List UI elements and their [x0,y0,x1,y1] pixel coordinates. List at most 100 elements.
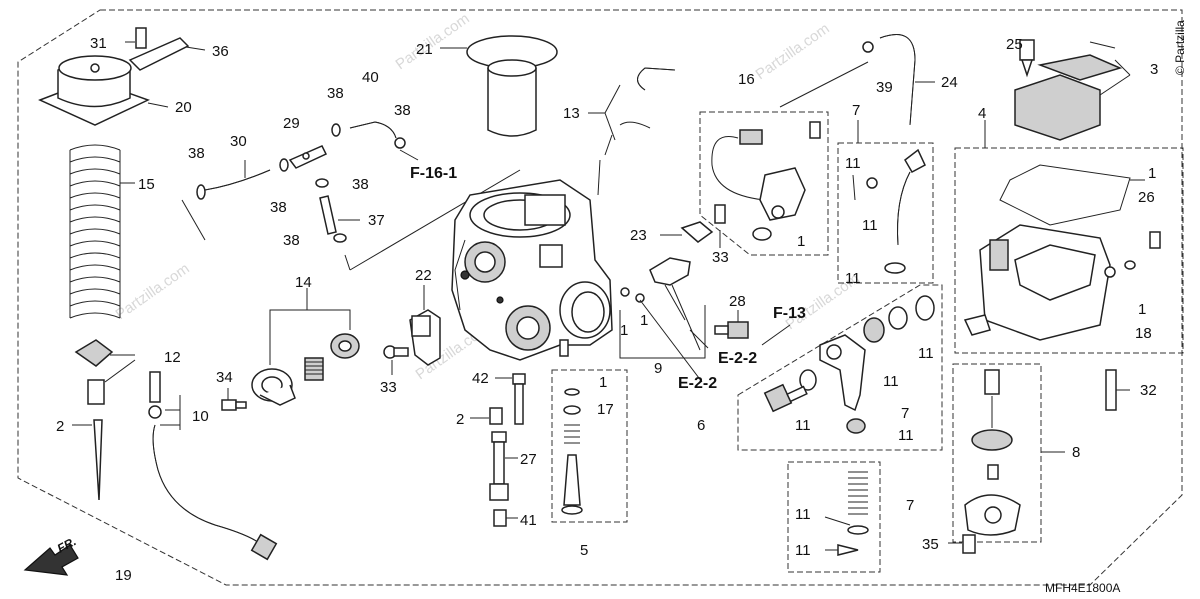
callout-11-g: 11 [898,427,914,444]
part-41-main-jet [493,509,518,527]
callout-11-h: 11 [795,506,811,523]
box-part-8 [952,363,1042,543]
callout-38-b: 38 [327,85,344,102]
part-2-jet [470,407,503,425]
box-part-5 [551,369,628,523]
callout-27: 27 [520,451,537,468]
callout-18: 18 [1135,325,1152,342]
part-34-screw [221,388,247,411]
part-5-pilot-screw-set [561,388,583,515]
part-25-float-valve [1019,39,1035,78]
diagram-frame [17,9,1183,586]
callout-38-e: 38 [352,176,369,193]
part-6-lever [763,295,935,434]
callout-21: 21 [416,41,433,58]
callout-1-d: 1 [797,233,805,250]
part-39-clip [862,41,874,53]
callout-1-a: 1 [599,374,607,391]
leader-line [181,199,206,241]
part-9-starter-assembly [619,257,706,359]
callout-31: 31 [90,35,107,52]
callout-30: 30 [230,133,247,150]
callout-5: 5 [580,542,588,559]
callout-34: 34 [216,369,233,386]
callout-11-a: 11 [845,155,861,172]
callout-2-mid: 2 [456,411,464,428]
callout-38-c: 38 [394,102,411,119]
arrow-e22b [639,299,703,383]
part-3-float [1014,41,1131,141]
callout-12: 12 [164,349,181,366]
callout-4: 4 [978,105,986,122]
part-14-accelerator-pump [251,288,360,406]
copyright-text: © Partzilla [1173,20,1187,75]
ref-e22-b: E-2-2 [678,375,717,392]
leader-f13 [761,324,791,346]
part-4-float-chamber [963,224,1161,341]
part-10-throttle-cable [148,371,278,561]
part-38-clips [279,123,406,243]
arrow-f16 [399,149,419,161]
part-29-joint [288,145,328,169]
box-part-7-lower [787,461,881,573]
ref-e22-a: E-2-2 [718,350,757,367]
callout-1-f: 1 [1138,301,1146,318]
box-part-7-upper [837,142,934,284]
ref-f13: F-13 [773,305,806,322]
part-30-hose [204,160,271,191]
callout-15: 15 [138,176,155,193]
part-7-linkage-upper [852,120,926,274]
part-24-hose [879,34,935,126]
part-35-screw [948,534,976,554]
callout-17: 17 [597,401,614,418]
callout-3: 3 [1150,61,1158,78]
part-23-bracket [660,204,726,248]
callout-11-c: 11 [845,270,861,287]
carburetor-body [451,179,613,361]
front-arrow: FR. [23,534,79,576]
callout-24: 24 [941,74,958,91]
callout-26: 26 [1138,189,1155,206]
callout-8: 8 [1072,444,1080,461]
callout-10: 10 [192,408,209,425]
callout-11-f: 11 [795,417,811,434]
callout-2-left: 2 [56,418,64,435]
arrow-e22a [689,329,709,349]
part-33-screw-left [383,345,409,375]
callout-7-mid: 7 [901,405,909,422]
leader-line [344,254,351,271]
part-32-screw [1105,369,1130,411]
ref-f16-1: F-16-1 [410,165,457,182]
callout-39: 39 [876,79,893,96]
part-37-hose [319,195,360,235]
part-21-diaphragm [440,35,558,137]
callout-7-upper: 7 [852,102,860,119]
callout-37: 37 [368,212,385,229]
callout-28: 28 [729,293,746,310]
part-16-sensor [711,121,821,241]
callout-16: 16 [738,71,755,88]
callout-7-lower: 7 [906,497,914,514]
box-part-6 [737,284,943,451]
callout-22: 22 [415,267,432,284]
callout-13: 13 [563,105,580,122]
part-7-spring-lower [824,471,869,556]
callout-32: 32 [1140,382,1157,399]
leader-line [779,61,869,108]
box-part-16 [699,111,829,256]
callout-38-d: 38 [270,199,287,216]
part-13-hose [588,67,676,196]
watermark: Partzilla.com [753,20,833,83]
part-27-needle-jet [489,431,518,501]
callout-38-f: 38 [283,232,300,249]
callout-9: 9 [654,360,662,377]
part-31-screw [125,27,147,49]
part-40-hose [349,121,397,139]
part-15-spring [69,144,135,319]
part-22-bracket [409,285,441,366]
part-26-gasket [999,164,1145,226]
part-42-jet [495,373,526,425]
callout-38-a: 38 [188,145,205,162]
part-38-clip-a [196,184,206,200]
